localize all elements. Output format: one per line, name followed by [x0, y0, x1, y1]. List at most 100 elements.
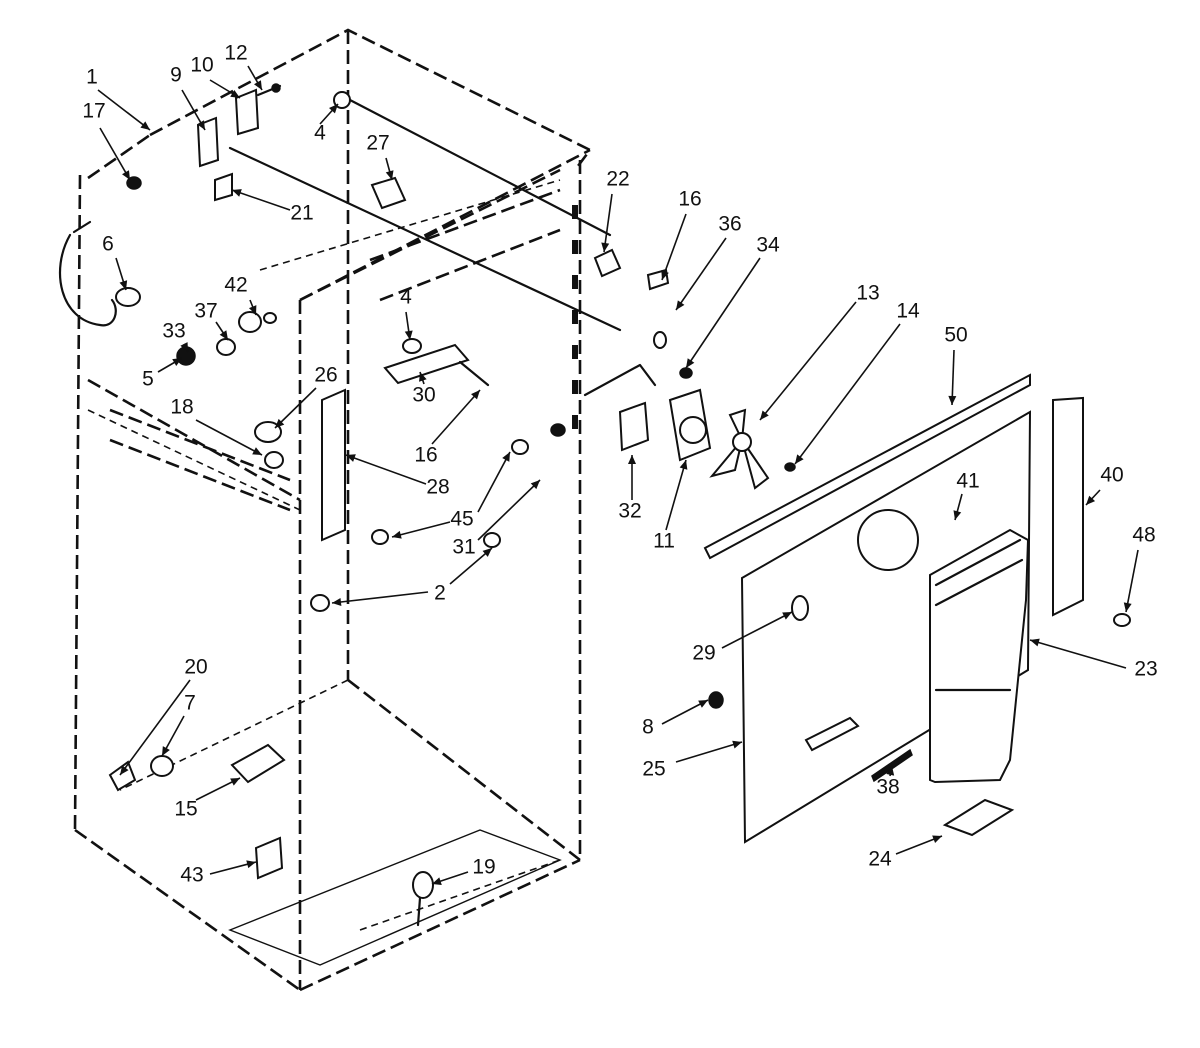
callout-9: 9 — [170, 64, 182, 87]
callout-17: 17 — [82, 100, 105, 123]
callout-label-15: 15 — [174, 798, 197, 821]
callout-label-45: 45 — [450, 508, 473, 531]
leader-arrowhead-27 — [385, 170, 394, 180]
callout-label-5: 5 — [142, 368, 154, 391]
panel-25 — [708, 410, 1032, 844]
lamp-socket — [254, 421, 284, 469]
fan-motor-assembly — [583, 331, 712, 462]
callout-45: 45 — [450, 508, 473, 531]
leader-arrowhead-50 — [948, 395, 957, 405]
lower-parts — [108, 743, 434, 927]
callout-7: 7 — [184, 692, 196, 715]
leader-arrowhead-19 — [432, 877, 442, 885]
callout-18: 18 — [170, 396, 193, 419]
leader-line-48 — [1125, 549, 1139, 613]
leader-line-50 — [951, 349, 955, 406]
callout-1: 1 — [86, 66, 98, 89]
leader-arrowhead-1 — [140, 121, 150, 130]
leader-arrowhead-10 — [230, 89, 240, 98]
callout-30: 30 — [412, 384, 435, 407]
leader-arrowhead-31 — [530, 480, 540, 490]
callout-label-16a: 16 — [678, 188, 701, 211]
top-brackets — [196, 83, 282, 202]
callout-label-23: 23 — [1134, 658, 1157, 681]
callout-label-30: 30 — [412, 384, 435, 407]
leader-line-11 — [665, 459, 687, 531]
callout-38: 38 — [876, 776, 899, 799]
callout-27: 27 — [366, 132, 389, 155]
control-housing-30 — [383, 338, 490, 387]
callout-2: 2 — [434, 582, 446, 605]
leader-line-21 — [231, 189, 291, 211]
leader-line-45-b — [477, 451, 511, 513]
callout-24: 24 — [868, 848, 892, 871]
leader-line-14 — [794, 323, 901, 465]
callout-label-18: 18 — [170, 396, 193, 419]
callout-label-12: 12 — [224, 42, 247, 65]
strip-40 — [1052, 396, 1131, 627]
callout-23: 23 — [1134, 658, 1157, 681]
leader-arrowhead-43 — [246, 860, 256, 869]
callout-48: 48 — [1132, 524, 1155, 547]
leader-line-26 — [274, 387, 317, 429]
leader-line-45 — [391, 521, 451, 538]
callout-label-32: 32 — [618, 500, 641, 523]
leader-arrowhead-26 — [275, 418, 285, 428]
callout-32: 32 — [618, 500, 641, 523]
callout-28: 28 — [426, 476, 449, 499]
leader-line-20 — [119, 679, 191, 776]
leader-arrowhead-15 — [230, 778, 240, 786]
callout-4a: 4 — [314, 122, 326, 145]
leader-line-2 — [331, 591, 429, 604]
leader-arrowhead-2-b — [482, 548, 492, 557]
callout-label-50: 50 — [944, 324, 967, 347]
callout-label-17: 17 — [82, 100, 105, 123]
leader-line-16a — [661, 213, 687, 281]
callout-label-20: 20 — [184, 656, 207, 679]
callout-11: 11 — [653, 530, 675, 553]
callout-15: 15 — [174, 798, 197, 821]
leader-line-13 — [759, 301, 857, 421]
leader-line-2-b — [449, 547, 493, 585]
leader-arrowhead-17 — [122, 170, 130, 180]
leader-line-34 — [685, 257, 761, 369]
callout-34: 34 — [756, 234, 780, 257]
callout-label-6: 6 — [102, 233, 114, 256]
leader-arrowhead-38 — [886, 766, 895, 776]
screws — [310, 423, 566, 612]
leader-arrowhead-24 — [932, 835, 942, 844]
callout-label-24: 24 — [868, 848, 892, 871]
callout-25: 25 — [642, 758, 665, 781]
callout-21: 21 — [290, 202, 313, 225]
callout-5: 5 — [142, 368, 154, 391]
leader-arrowhead-32 — [628, 455, 636, 464]
rail-50 — [703, 373, 1031, 560]
leader-arrowhead-29 — [782, 612, 792, 620]
callout-4b: 4 — [400, 286, 412, 309]
callout-label-14: 14 — [896, 300, 920, 323]
leader-arrowhead-16a — [661, 270, 669, 280]
callout-label-16b: 16 — [414, 444, 437, 467]
callout-label-8: 8 — [642, 716, 654, 739]
callout-label-4a: 4 — [314, 122, 326, 145]
callout-41: 41 — [956, 470, 979, 493]
leader-line-31 — [477, 479, 541, 541]
callout-label-34: 34 — [756, 234, 780, 257]
leader-arrowhead-30 — [419, 372, 427, 382]
leader-arrowhead-16b — [471, 390, 480, 400]
callout-50: 50 — [944, 324, 967, 347]
leader-arrowhead-28 — [346, 454, 356, 462]
leader-arrowhead-23 — [1030, 638, 1040, 647]
leader-arrowhead-25 — [732, 740, 742, 749]
leader-arrowhead-11 — [679, 460, 688, 470]
callout-label-37: 37 — [194, 300, 217, 323]
callout-label-27: 27 — [366, 132, 389, 155]
callout-label-10: 10 — [190, 54, 213, 77]
leader-arrowhead-2 — [332, 598, 342, 606]
leader-arrowhead-40 — [1086, 495, 1096, 505]
leader-line-29 — [721, 611, 793, 649]
leader-arrowhead-42 — [248, 305, 257, 315]
leader-line-16b — [431, 389, 481, 445]
